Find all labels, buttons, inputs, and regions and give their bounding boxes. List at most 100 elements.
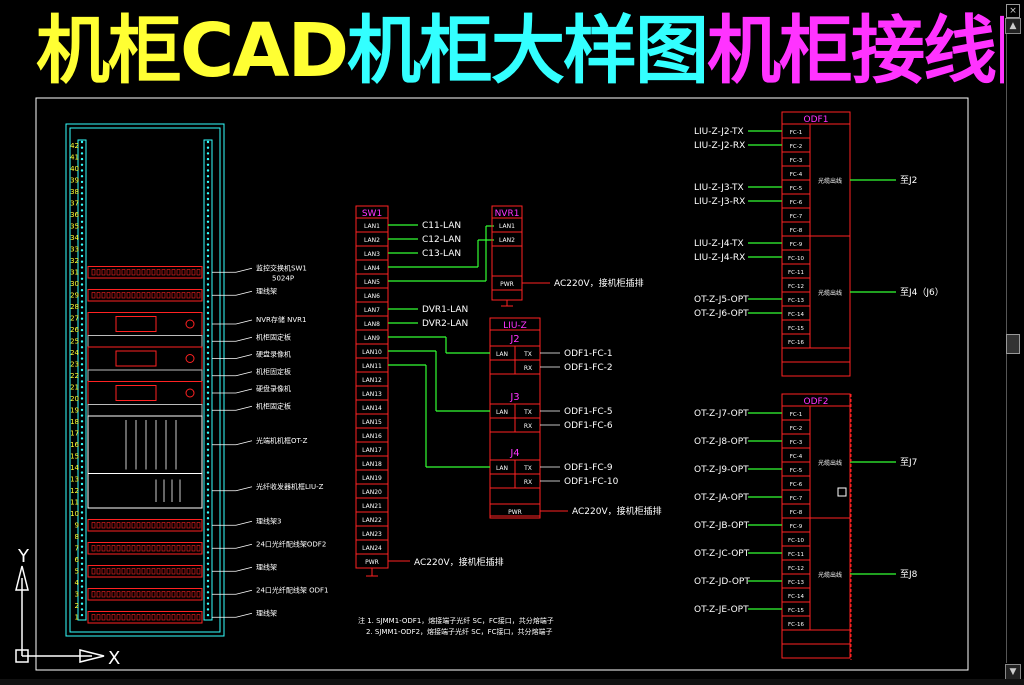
rail-hole-left: [80, 494, 84, 497]
sw1-title: SW1: [362, 209, 382, 219]
rack-port: [111, 292, 116, 299]
liu-rx-label: RX: [524, 423, 532, 430]
odf2-port-label: FC-12: [788, 566, 804, 572]
rack-port: [91, 591, 96, 598]
rack-equipment-chassis: [87, 415, 203, 474]
rail-hole-left: [80, 471, 84, 474]
scroll-up-icon[interactable]: ▲: [1005, 18, 1021, 34]
rail-hole-left: [80, 505, 84, 508]
rack-port: [101, 614, 106, 621]
rail-hole-left: [80, 340, 84, 343]
rack-equipment-plate: [87, 369, 203, 382]
odf2-port-label: FC-8: [790, 510, 803, 516]
rail-hole-left: [80, 163, 84, 166]
rack-unit-number: 33: [70, 246, 79, 254]
rack-port: [131, 292, 136, 299]
rack-port: [186, 591, 191, 598]
rail-hole-right: [206, 494, 210, 497]
close-icon[interactable]: ×: [1006, 4, 1020, 18]
rack-unit-number: 23: [70, 361, 79, 369]
rail-hole-left: [80, 511, 84, 514]
rail-hole-right: [206, 448, 210, 451]
odf1-fiber-label: LIU-Z-J3-RX: [694, 197, 745, 207]
leader-line: [235, 290, 253, 296]
rack-port: [186, 545, 191, 552]
leader-line: [235, 371, 253, 377]
rail-hole-right: [206, 602, 210, 605]
odf1-fiber-label: LIU-Z-J2-TX: [694, 127, 744, 137]
rack-port: [121, 269, 126, 276]
odf1-port-label: FC-12: [788, 284, 804, 290]
rail-hole-right: [206, 522, 210, 526]
rack-port: [146, 269, 151, 276]
sw1-port-label: LAN15: [362, 419, 382, 426]
rack-unit-number: 26: [70, 326, 79, 334]
liu-lan-label: LAN: [496, 465, 508, 472]
rack-port: [146, 568, 151, 575]
rack-port: [171, 269, 176, 276]
rack-port: [161, 269, 166, 276]
rail-hole-left: [80, 545, 84, 548]
rack-port: [101, 292, 106, 299]
rack-unit-number: 38: [70, 188, 79, 196]
scrollbar-thumb[interactable]: [1006, 334, 1020, 354]
odf1-fiber-label: LIU-Z-J3-TX: [694, 183, 744, 193]
rail-hole-left: [80, 403, 84, 406]
liu-rx-label: RX: [524, 365, 532, 372]
rail-hole-right: [206, 357, 210, 360]
sw1-connection-label: C13-LAN: [422, 249, 461, 259]
rail-hole-left: [80, 368, 84, 372]
odf2-port-label: FC-7: [790, 496, 803, 502]
rack-front-panel: [115, 316, 157, 332]
rail-hole-left: [80, 385, 84, 389]
rack-equipment-label: 24口光纤配线架 ODF1: [256, 585, 329, 594]
rail-hole-right: [206, 368, 210, 372]
scroll-down-icon[interactable]: ▼: [1005, 664, 1021, 680]
rail-hole-right: [206, 289, 210, 292]
odf2-port-label: FC-15: [788, 608, 804, 614]
rail-hole-right: [206, 249, 210, 252]
rail-hole-left: [80, 209, 84, 212]
rack-port: [121, 292, 126, 299]
rail-hole-left: [80, 243, 84, 246]
horizontal-scrollbar[interactable]: [0, 679, 1024, 685]
rack-port: [156, 292, 161, 299]
rack-unit-number: 15: [70, 453, 79, 461]
rack-port: [166, 545, 171, 552]
rail-hole-right: [206, 374, 210, 377]
odf1-port-label: FC-10: [788, 256, 804, 262]
sw1-port-label: LAN2: [364, 237, 380, 244]
odf1-port-label: FC-8: [790, 228, 803, 234]
rail-hole-right: [206, 556, 210, 560]
rack-port: [156, 614, 161, 621]
rail-hole-left: [80, 585, 84, 588]
rack-equipment-label: 监控交换机SW1: [256, 263, 307, 272]
rail-hole-left: [80, 237, 84, 241]
rail-hole-left: [80, 311, 84, 315]
rail-hole-left: [80, 522, 84, 526]
sw1-connection-label: C11-LAN: [422, 221, 461, 231]
liu-tx-destination: ODF1-FC-9: [564, 463, 613, 473]
drawing-title: 机柜CAD机柜大样图机柜接线图: [36, 8, 1024, 94]
sw1-port-label: LAN11: [362, 363, 382, 370]
rack-port: [161, 545, 166, 552]
rail-hole-left: [80, 420, 84, 423]
rack-port: [171, 292, 176, 299]
rack-port: [91, 545, 96, 552]
rail-hole-left: [80, 220, 84, 223]
rack-equipment-odf: [87, 588, 203, 601]
rail-hole-left: [80, 271, 84, 275]
rack-port: [196, 545, 201, 552]
rack-port: [131, 522, 136, 529]
rack-equipment-label: 机柜固定板: [256, 401, 291, 410]
rack-port: [116, 591, 121, 598]
liu-lan-label: LAN: [496, 351, 508, 358]
vertical-scrollbar[interactable]: × ▲ ▼: [1004, 0, 1024, 685]
rail-hole-left: [80, 568, 84, 571]
rail-hole-right: [206, 351, 210, 355]
rail-hole-right: [206, 157, 210, 161]
rack-port: [166, 614, 171, 621]
odf2-fiber-label: OT-Z-JE-OPT: [694, 605, 749, 615]
rack-unit-number: 4: [75, 579, 80, 587]
